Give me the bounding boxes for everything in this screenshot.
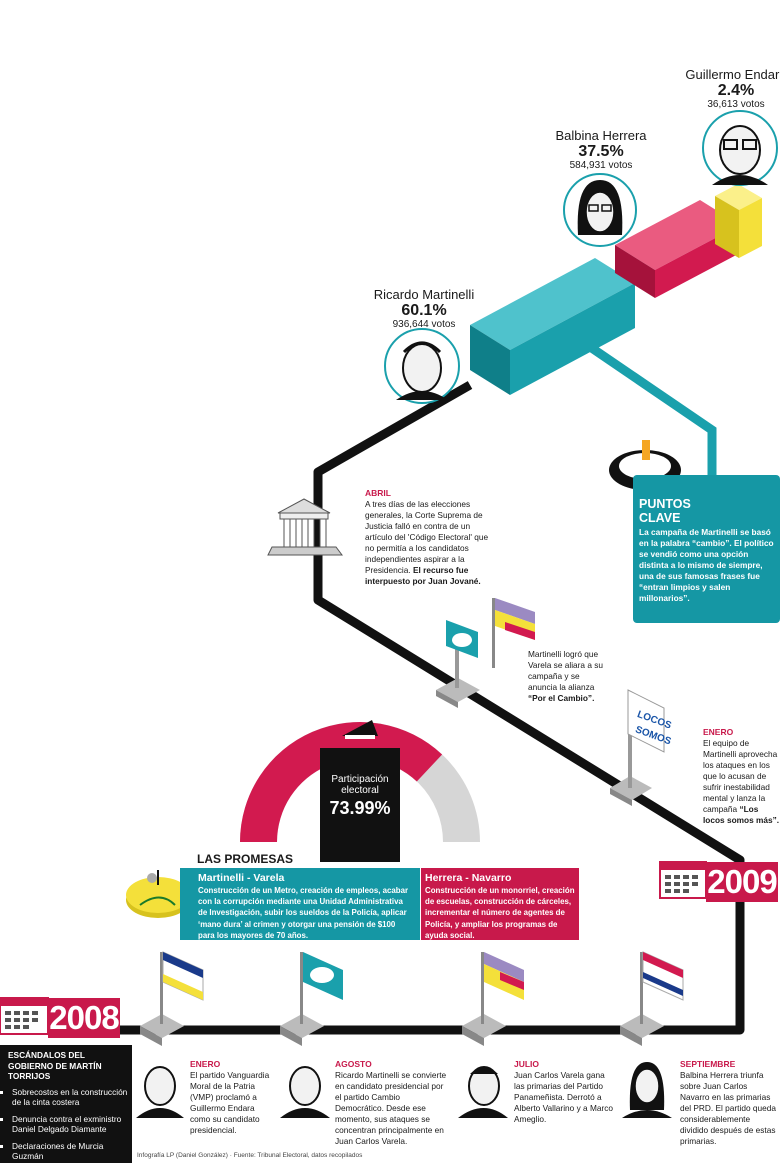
microphone-icon xyxy=(126,870,190,918)
teal-connector xyxy=(577,336,717,480)
court-building-icon xyxy=(267,498,343,556)
year-2008: 2008 xyxy=(48,998,120,1038)
candidate-percent: 2.4% xyxy=(717,82,755,99)
credit-line: Infografía LP (Daniel González) · Fuente… xyxy=(137,1152,363,1159)
timeline-note-agosto-2008: AGOSTO Ricardo Martinelli se convierte e… xyxy=(335,1059,450,1147)
flag-post-cd xyxy=(436,620,480,708)
note-text: El equipo de Martinelli aprovecha los at… xyxy=(703,738,778,814)
scandals-list: Sobrecostos en la construcción de la cin… xyxy=(0,1087,132,1162)
promises-text: Construcción de un Metro, creación de em… xyxy=(198,886,409,940)
participation-label: Participación electoral 73.99% xyxy=(322,774,398,820)
puntos-clave-text: La campaña de Martinelli se basó en la p… xyxy=(639,527,774,581)
month-label: ENERO xyxy=(703,727,734,737)
note-bold: “Por el Cambio”. xyxy=(528,693,595,703)
portrait-endara xyxy=(702,110,778,186)
portrait-varela-small xyxy=(458,1062,508,1118)
timeline-note-enero-2008: ENERO El partido Vanguardia Moral de la … xyxy=(190,1059,272,1136)
note-alianza: Martinelli logró que Varela se aliara a … xyxy=(528,649,610,704)
sign-locos-somos: LOCOS SOMOS xyxy=(610,689,673,806)
portrait-herrera-small xyxy=(622,1062,672,1118)
vote-bar-endara xyxy=(715,184,762,258)
candidate-percent: 60.1% xyxy=(401,302,447,319)
candidate-name: Guillermo Endara xyxy=(685,67,780,82)
timeline-note-septiembre-2008: SEPTIEMBRE Balbina Herrera triunfa sobre… xyxy=(680,1059,778,1147)
candidate-name: Balbina Herrera xyxy=(555,128,647,143)
list-item: Denuncia contra el exministro Daniel Del… xyxy=(12,1114,128,1135)
promises-head: Herrera - Navarro xyxy=(425,872,512,884)
flag-post-prd xyxy=(620,951,684,1046)
participation-gauge xyxy=(240,720,480,862)
note-text: A tres días de las elecciones generales,… xyxy=(365,499,489,575)
candidate-label-martinelli: Ricardo Martinelli 60.1% 936,644 votos xyxy=(368,287,480,331)
portrait-martinelli xyxy=(384,328,460,404)
participation-value: 73.99% xyxy=(329,798,391,818)
calendar-2009-icon xyxy=(659,861,707,899)
puntos-clave-quote: “entran limpios y salen millonarios”. xyxy=(639,582,731,603)
candidate-votes: 36,613 votos xyxy=(707,99,765,110)
vote-bar-martinelli xyxy=(470,258,635,395)
note-text: Juan Carlos Varela gana las primarias de… xyxy=(514,1070,613,1124)
flag-post-panamenista xyxy=(492,598,535,668)
candidate-votes: 936,644 votos xyxy=(392,319,456,330)
note-enero-2009: ENERO El equipo de Martinelli aprovecha … xyxy=(703,727,780,826)
note-text: Balbina Herrera triunfa sobre Juan Carlo… xyxy=(680,1070,776,1146)
flag-post-cd-2 xyxy=(280,952,343,1046)
candidate-votes: 584,931 votos xyxy=(569,160,633,171)
month-label: JULIO xyxy=(514,1059,540,1069)
timeline-note-julio-2008: JULIO Juan Carlos Varela gana las primar… xyxy=(514,1059,614,1125)
puntos-clave-box: PUNTOS CLAVE La campaña de Martinelli se… xyxy=(633,475,780,623)
promises-herrera-navarro: Herrera - Navarro Construcción de un mon… xyxy=(421,868,579,940)
promises-text: Construcción de un monorriel, creación d… xyxy=(425,886,575,940)
note-text: El partido Vanguardia Moral de la Patria… xyxy=(190,1070,270,1135)
candidate-name: Ricardo Martinelli xyxy=(373,287,475,302)
list-item: Sobrecostos en la construcción de la cin… xyxy=(12,1087,128,1108)
candidate-label-herrera: Balbina Herrera 37.5% 584,931 votos xyxy=(545,128,657,172)
promises-head: Martinelli - Varela xyxy=(198,872,285,884)
month-label: ENERO xyxy=(190,1059,221,1069)
list-item: Declaraciones de Murcia Guzmán xyxy=(12,1141,128,1162)
note-bold: El recurso fue interpuesto por Juan Jova… xyxy=(365,565,481,586)
note-abril: ABRIL A tres días de las elecciones gene… xyxy=(365,488,490,587)
portrait-martinelli-small xyxy=(280,1062,330,1118)
year-2009: 2009 xyxy=(706,862,778,902)
candidate-label-endara: Guillermo Endara 2.4% 36,613 votos xyxy=(680,67,780,111)
month-label: ABRIL xyxy=(365,488,391,498)
note-text: Ricardo Martinelli se convierte en candi… xyxy=(335,1070,447,1146)
timeline-road xyxy=(0,381,745,1035)
scandals-title: ESCÁNDALOS DEL GOBIERNO DE MARTÍN TORRIJ… xyxy=(8,1050,102,1081)
flag-post-vmp xyxy=(140,951,204,1046)
participation-caption: Participación electoral xyxy=(331,774,389,796)
promises-martinelli-varela: Martinelli - Varela Construcción de un M… xyxy=(180,868,420,940)
candidate-percent: 37.5% xyxy=(578,143,624,160)
portrait-endara-small xyxy=(136,1062,186,1118)
puntos-clave-title: PUNTOS CLAVE xyxy=(639,497,691,525)
note-text: Martinelli logró que Varela se aliara a … xyxy=(528,649,604,692)
month-label: SEPTIEMBRE xyxy=(680,1059,736,1069)
flag-post-panamenista-2 xyxy=(462,952,524,1046)
calendar-2008-icon xyxy=(0,997,49,1035)
portrait-herrera xyxy=(563,173,637,247)
note-bold: “Los locos somos más”. xyxy=(703,804,780,825)
month-label: AGOSTO xyxy=(335,1059,372,1069)
scandals-box: ESCÁNDALOS DEL GOBIERNO DE MARTÍN TORRIJ… xyxy=(0,1045,132,1163)
promises-title: LAS PROMESAS xyxy=(197,852,294,866)
